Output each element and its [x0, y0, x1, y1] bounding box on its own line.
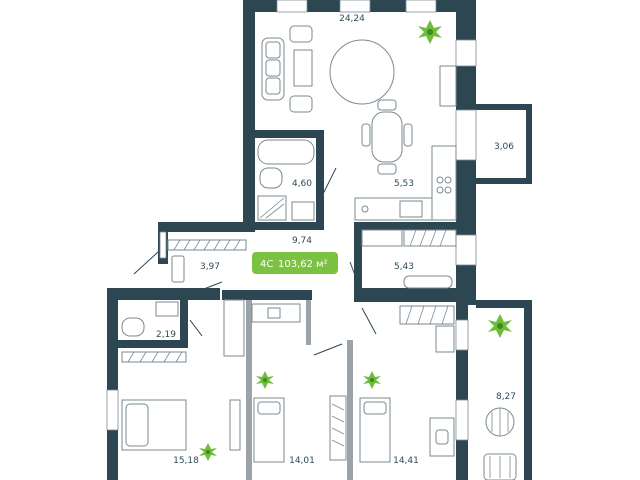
- area-hall: 9,74: [292, 236, 312, 246]
- kitchen-furniture: [354, 145, 457, 221]
- area-loggia: 8,27: [496, 392, 516, 402]
- plant-icon: [256, 371, 274, 389]
- area-living-kitchen: 24,24: [339, 14, 365, 24]
- plant-icon: [199, 443, 217, 461]
- partitions: [246, 300, 353, 480]
- area-balcony-right: 3,06: [494, 142, 514, 152]
- area-entrance: 3,97: [200, 262, 220, 272]
- living-furniture: [261, 25, 457, 175]
- plant-icons: [199, 20, 512, 461]
- area-kitchen: 5,53: [394, 179, 414, 189]
- laundry-fixtures: [361, 229, 457, 289]
- area-bedroom-right: 14,41: [393, 456, 419, 466]
- bedroom-middle-furniture: [251, 303, 347, 463]
- total-area-unit: м²: [316, 259, 328, 270]
- plant-icon: [488, 314, 512, 338]
- loggia-furniture: [483, 407, 517, 480]
- doors: [133, 167, 377, 356]
- area-laundry: 5,43: [394, 262, 414, 272]
- area-bedroom-middle: 14,01: [289, 456, 315, 466]
- plant-icon: [363, 371, 381, 389]
- area-wc: 2,19: [156, 330, 176, 340]
- bathroom-fixtures: [257, 139, 315, 221]
- plant-icon: [418, 20, 442, 44]
- area-labels: 24,24 3,06 4,60 5,53 9,74 3,97 5,43 2,19…: [156, 14, 516, 466]
- total-area-badge: 4С 103,62 м²: [252, 252, 338, 274]
- entrance-wardrobe: [167, 239, 247, 283]
- wc-fixtures: [121, 301, 179, 337]
- area-bathroom: 4,60: [292, 179, 312, 189]
- windows: [106, 0, 477, 441]
- apartment-type: 4С: [260, 259, 273, 270]
- bedroom-master-furniture: [121, 299, 245, 451]
- total-area-value: 103,62: [278, 259, 313, 270]
- bedroom-right-furniture: [359, 305, 455, 463]
- area-bedroom-master: 15,18: [173, 456, 199, 466]
